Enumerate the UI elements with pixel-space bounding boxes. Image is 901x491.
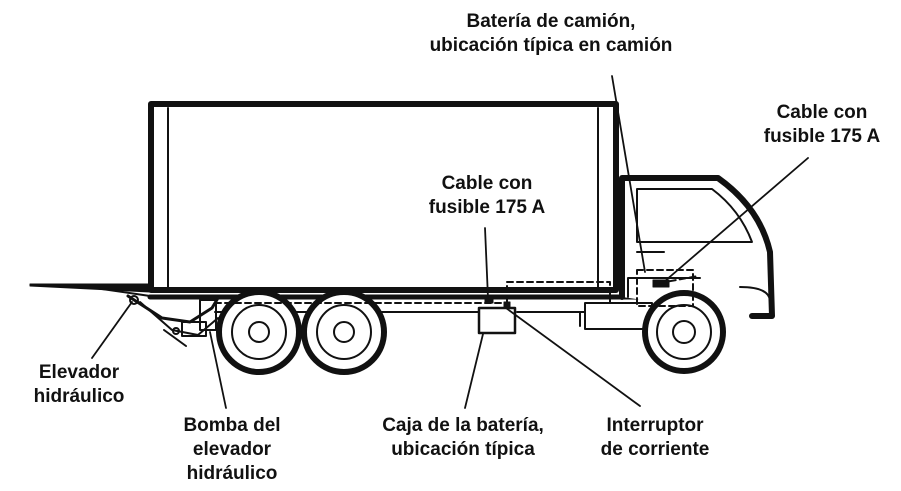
label-hydraulic-lift: Elevador hidráulico [33,362,125,407]
label-fused-cable-box: Cable con fusible 175 A [428,173,546,218]
hydraulic-liftgate [29,283,220,347]
wheel-rear-1 [216,289,302,375]
label-power-switch: Interruptor de corriente [600,415,710,460]
leader-lines [91,75,809,409]
label-battery-box: Caja de la batería, ubicación típica [382,415,544,460]
wheel-front [642,290,726,374]
fused-cable-route [214,275,699,304]
label-fused-cable-cab: Cable con fusible 175 A [763,102,881,147]
label-truck-battery: Batería de camión, ubicación típica en c… [429,11,673,56]
battery-box [477,295,517,335]
wheel-rear-2 [301,289,387,375]
label-lift-pump: Bomba del elevador hidráulico [183,415,281,484]
cargo-box [148,101,619,293]
